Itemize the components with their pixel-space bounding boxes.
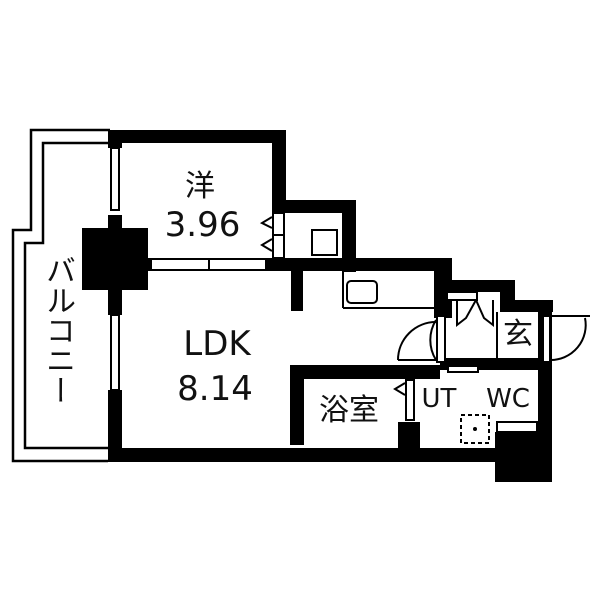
room-label-bath: 浴室 bbox=[319, 393, 379, 428]
room-label-ldk: LDK bbox=[183, 324, 251, 364]
room-label-balcony: バルコニー bbox=[40, 255, 75, 405]
balcony-outline bbox=[11, 128, 110, 463]
room-area-western: 3.96 bbox=[164, 205, 241, 245]
room-label-entrance: 玄 bbox=[503, 317, 533, 352]
room-label-utility: UT bbox=[421, 384, 457, 414]
windows bbox=[110, 147, 551, 433]
walls bbox=[82, 130, 553, 482]
room-area-ldk: 8.14 bbox=[177, 369, 253, 409]
room-label-western: 洋 bbox=[185, 169, 215, 204]
floor-drain-icon bbox=[460, 414, 490, 444]
room-label-toilet: WC bbox=[486, 384, 530, 414]
